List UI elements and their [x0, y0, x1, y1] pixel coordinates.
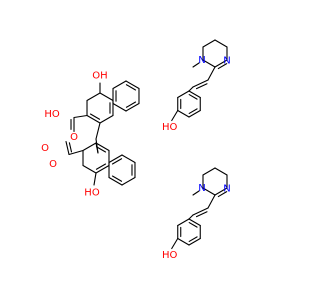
pyrimidine-bond: [214, 167, 228, 176]
phenol-ring-bond-2: [188, 94, 198, 100]
lower-ring-b-bond-2: [111, 158, 123, 165]
lower-ring-a-bond: [95, 142, 110, 152]
oh-bond: [93, 172, 97, 186]
vinyl-double-bond-2: [195, 83, 208, 90]
carbonyl-o-label: O: [49, 159, 57, 170]
vinyl-bond: [188, 214, 194, 220]
n-methyl-label: N: [198, 183, 205, 194]
methyl-bond: [192, 190, 200, 196]
upper-ring-b-bond: [112, 80, 127, 90]
upper-ring-b-bond: [125, 102, 140, 112]
lower-ring-a-bond: [82, 164, 97, 174]
imine-bond: [214, 187, 228, 196]
lower-ring-b-bond: [108, 176, 123, 186]
imine-bond-2: [217, 63, 228, 70]
carboxyl-oh-label: HO: [44, 109, 60, 120]
upper-ring-a-bond: [86, 92, 101, 102]
pyrimidine-bond: [202, 59, 216, 68]
phenol-ring-bond-2: [188, 108, 198, 114]
oh-bond: [171, 237, 179, 250]
n-methyl-label: N: [198, 55, 205, 66]
upper-ring-b-bond: [112, 102, 127, 112]
lower-ring-b-bond: [121, 154, 136, 164]
lower-ring-b-bond: [121, 176, 136, 186]
lower-ring-a-bond-2: [95, 146, 107, 153]
upper-ring-a-bond: [86, 114, 101, 124]
phenol-oh-label: HO: [162, 250, 178, 261]
bridge-bond: [95, 122, 101, 140]
phenol-ring-bond: [188, 90, 201, 99]
lower-ring-a-bond: [82, 142, 97, 152]
vinyl-bond: [207, 66, 216, 81]
phenol-ring-bond: [177, 90, 190, 99]
imine-bond-2: [217, 191, 228, 198]
phenol-ring-bond: [188, 109, 201, 118]
upper-ring-a-bond-2: [89, 113, 101, 120]
phenol-ring-bond: [188, 237, 201, 246]
upper-ring-a-bond: [99, 114, 114, 124]
phenol-oh-label: HO: [162, 122, 178, 133]
lower-ring-b-bond: [108, 154, 123, 164]
phenol-ring-bond: [188, 218, 201, 227]
lower-ring-a-bond-2: [95, 163, 107, 170]
bond-layer: [65, 39, 228, 250]
pyrimidine-bond: [214, 39, 228, 48]
methyl-bond: [192, 62, 200, 68]
hydroxyl-label: HO: [84, 188, 100, 199]
imine-n-label: N: [223, 56, 230, 67]
carbonyl-o-label: O: [70, 132, 78, 143]
vinyl-bond: [188, 86, 194, 92]
carboxyl-bond: [73, 114, 88, 119]
imine-bond: [214, 59, 228, 68]
carbonyl-bond-2: [68, 142, 73, 153]
imine-n-label: N: [223, 184, 230, 195]
carbonyl-bond: [65, 140, 70, 156]
pyrimidine-bond: [202, 187, 216, 196]
lower-ring-a-bond: [95, 164, 110, 174]
vinyl-bond: [207, 194, 216, 209]
hydroxyl-label: OH: [92, 71, 107, 82]
upper-ring-b-bond: [125, 80, 140, 90]
phenol-ring-bond: [177, 218, 190, 227]
upper-ring-a-bond: [99, 92, 114, 102]
carboxyl-bond: [68, 149, 84, 156]
pyrimidine-bond: [202, 167, 216, 176]
upper-ring-b-bond-2: [125, 84, 137, 91]
vinyl-double-bond-2: [195, 211, 208, 218]
bridge-bond: [95, 142, 99, 154]
vinyl-double-bond: [192, 207, 209, 216]
phenol-ring-bond-2: [188, 236, 198, 242]
oh-bond: [171, 109, 179, 122]
lower-ring-b-bond-2: [111, 175, 123, 182]
phenol-ring-bond-2: [188, 222, 198, 228]
pyrimidine-bond: [202, 39, 216, 48]
carboxyl-o-label: O: [41, 143, 49, 154]
upper-ring-b-bond-2: [125, 101, 137, 108]
phenol-ring-bond: [177, 109, 190, 118]
phenol-ring-bond: [177, 237, 190, 246]
vinyl-double-bond: [192, 79, 209, 88]
